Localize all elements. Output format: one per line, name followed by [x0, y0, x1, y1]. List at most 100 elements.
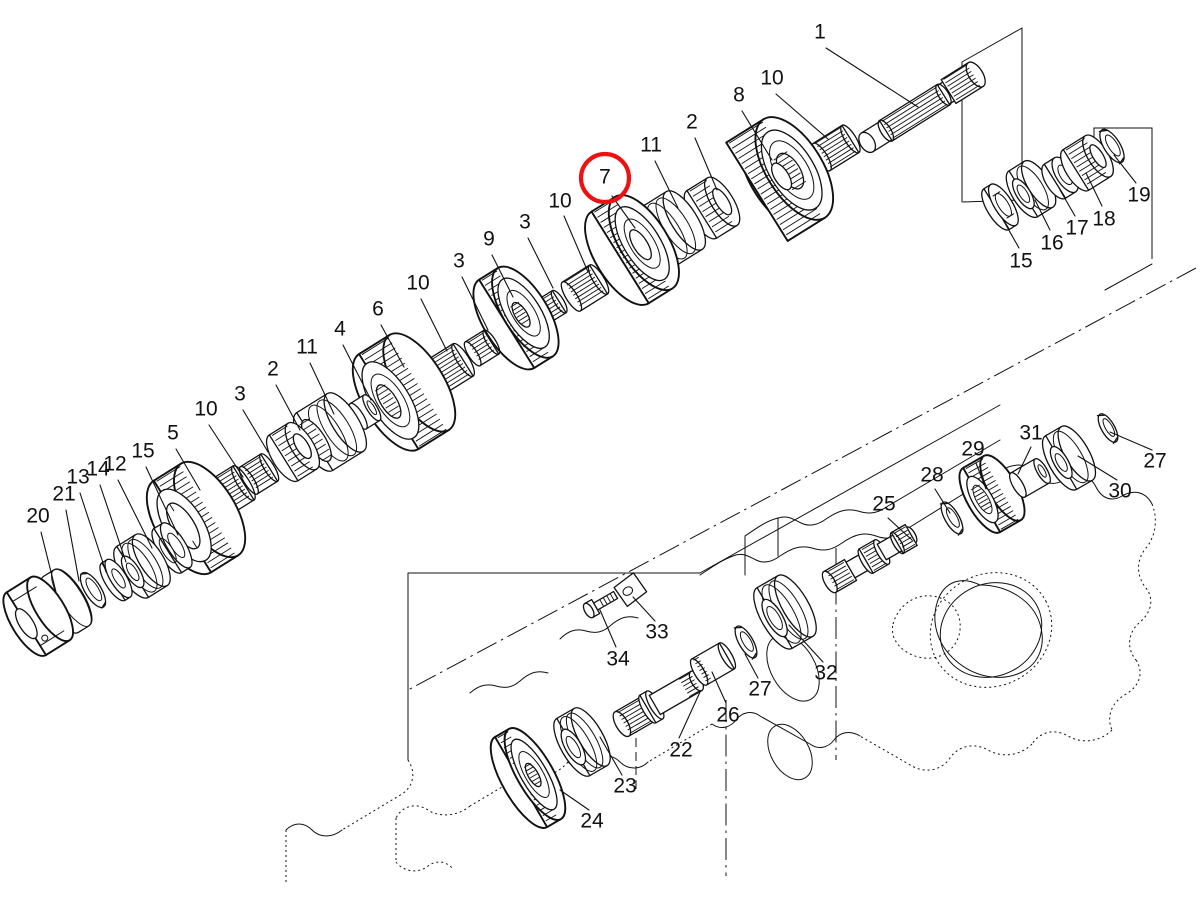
callout-3: 3 [453, 250, 489, 331]
part-number-label: 23 [613, 775, 636, 798]
part-19-retaining-ring [1098, 128, 1125, 165]
part-4-spacer-collar [348, 394, 382, 430]
transmission-case-outline [285, 267, 1197, 882]
leader-line [1059, 189, 1076, 217]
part-27-snap-ring-a [1096, 413, 1119, 445]
callout-3: 3 [234, 383, 269, 453]
leader-line [208, 424, 244, 478]
part-number-label: 24 [580, 810, 604, 833]
part-11-synchro-sleeve-b [292, 392, 368, 472]
leader-line [65, 509, 80, 582]
leader-line [694, 137, 718, 191]
part-30-ball-bearing-rear [1041, 425, 1097, 491]
leader-line [99, 484, 127, 563]
part-number-label: 25 [872, 493, 895, 516]
part-1-input-shaft [858, 61, 986, 154]
part-10-needle-bearing-b [560, 264, 610, 312]
callout-4: 4 [334, 318, 372, 401]
callout-21: 21 [52, 483, 80, 582]
callout-22: 22 [669, 691, 701, 762]
callout-11: 11 [640, 134, 679, 209]
leader-line [559, 789, 590, 811]
part-28-thrust-washer [939, 501, 964, 536]
part-15-thrust-washer-b [981, 183, 1019, 231]
part-34-bolt [582, 590, 619, 619]
leader-line [527, 237, 554, 289]
leader-line [599, 609, 617, 648]
part-number-label: 21 [52, 483, 75, 506]
callout-3: 3 [519, 211, 554, 289]
leader-line [309, 362, 335, 415]
callout-18: 18 [1085, 172, 1116, 231]
part-number-label: 27 [1143, 450, 1166, 473]
part-number-label: 17 [1065, 217, 1088, 240]
part-number-label: 10 [406, 272, 429, 295]
part-number-label: 10 [548, 190, 571, 213]
part-number-label: 1 [814, 21, 826, 44]
part-number-label: 2 [686, 111, 698, 134]
part-15-thrust-washer-a [151, 522, 193, 574]
part-number-label: 20 [26, 505, 49, 528]
part-2-synchro-hub-b [265, 421, 321, 483]
part-23-ball-bearing [553, 707, 611, 777]
part-number-label: 27 [748, 678, 771, 701]
leader-line [788, 624, 824, 663]
part-number-label: 8 [733, 84, 745, 107]
callout-15: 15 [1001, 217, 1033, 273]
part-number-label: 18 [1092, 208, 1115, 231]
callout-10: 10 [548, 190, 589, 273]
leader-line [975, 462, 987, 490]
callout-6: 6 [372, 298, 405, 368]
callout-30: 30 [1077, 455, 1132, 503]
callout-13: 13 [66, 466, 107, 573]
callout-29: 29 [961, 438, 987, 490]
part-27-snap-ring-b [733, 625, 758, 660]
part-7-gear-third [584, 194, 680, 306]
part-number-label: 12 [103, 453, 126, 476]
part-number-label: 22 [669, 739, 692, 762]
leader-line [461, 276, 489, 331]
leader-line [275, 384, 301, 431]
callout-2: 2 [686, 111, 718, 191]
leader-line [175, 448, 201, 491]
callout-23: 23 [599, 736, 637, 798]
part-number-label: 6 [372, 298, 384, 321]
part-18-splined-gear [1060, 134, 1114, 192]
leader-line [342, 344, 372, 401]
part-32-ball-bearing-front [753, 574, 817, 650]
leader-line [420, 298, 448, 352]
part-number-label: 2 [267, 358, 279, 381]
leader-line [1034, 199, 1051, 231]
leader-line [1085, 172, 1103, 207]
callout-27: 27 [744, 653, 772, 701]
leader-line [1017, 446, 1032, 475]
part-number-label: 11 [640, 134, 662, 157]
part-12-washer [113, 533, 171, 599]
part-22-counter-shaft [612, 670, 705, 738]
callout-9: 9 [483, 228, 514, 298]
part-number-label: 15 [1009, 250, 1032, 273]
leader-line [380, 324, 405, 368]
leader-line [40, 531, 57, 593]
part-2-synchro-hub [683, 176, 741, 240]
callout-32: 32 [788, 624, 838, 685]
callout-28: 28 [920, 464, 951, 514]
leader-line [1077, 455, 1118, 481]
callout-25: 25 [872, 493, 913, 541]
part-29-reverse-idler-gear [958, 454, 1026, 534]
callout-27: 27 [1109, 431, 1167, 473]
part-number-label: 4 [334, 318, 346, 341]
part-number-label: 7 [599, 166, 611, 189]
callout-24: 24 [559, 789, 604, 833]
part-8-gear-fourth [725, 116, 835, 242]
leader-line [1001, 217, 1020, 249]
part-number-label: 3 [453, 250, 465, 273]
callout-26: 26 [711, 671, 740, 727]
leader-line [711, 671, 727, 704]
leader-line [887, 517, 913, 541]
leader-line [934, 488, 951, 514]
leader-line [654, 160, 679, 209]
callout-33: 33 [632, 596, 669, 644]
callout-10: 10 [194, 398, 244, 478]
